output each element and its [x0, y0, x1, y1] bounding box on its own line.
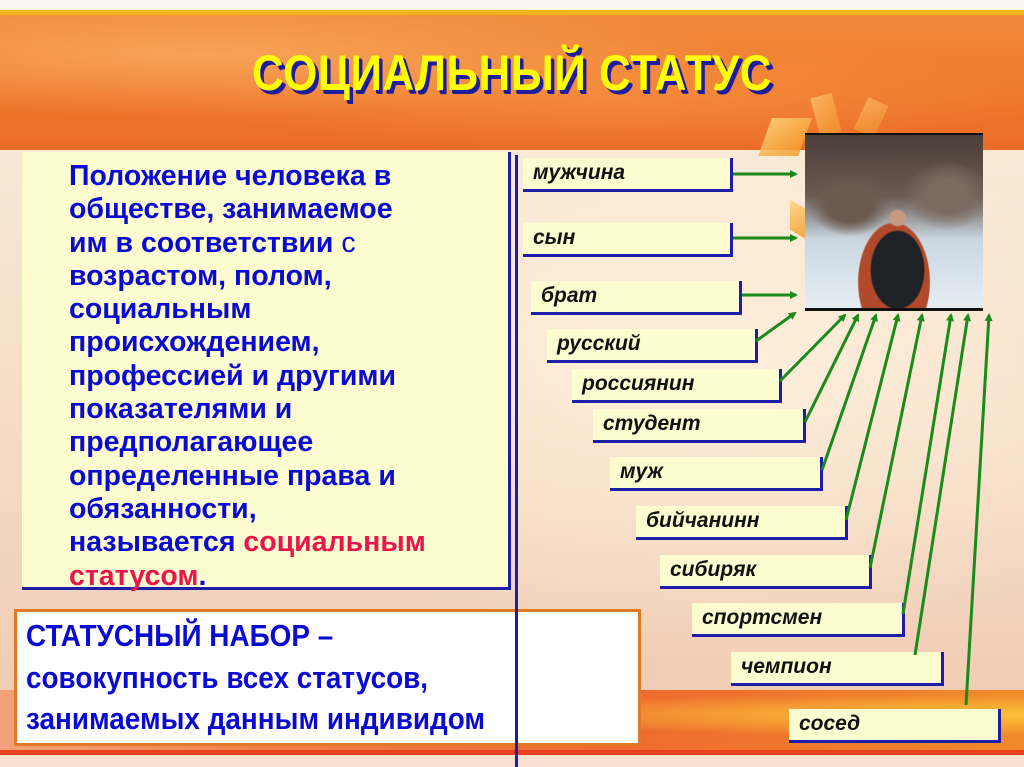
bracket-line: [515, 155, 518, 767]
status-label: мужчина: [523, 158, 733, 192]
definition-line: Положение человека в: [69, 160, 392, 192]
header-band: [0, 15, 1024, 150]
person-photo: [805, 133, 983, 311]
status-label: муж: [610, 457, 823, 491]
definition-line: называется социальным: [69, 526, 426, 559]
definition-line: социальным: [69, 293, 252, 326]
status-set-heading: СТАТУСНЫЙ НАБОР –: [26, 618, 334, 653]
slide-title: СОЦИАЛЬНЫЙ СТАТУС: [251, 45, 773, 101]
status-label: чемпион: [731, 652, 944, 686]
definition-line: показателями и: [69, 393, 293, 426]
top-accent-line: [0, 10, 1024, 15]
definition-text: Положение человека в обществе, занимаемо…: [69, 160, 509, 593]
status-label: сын: [523, 223, 733, 257]
status-label: сибиряк: [660, 555, 872, 589]
status-label: бийчанинн: [636, 506, 848, 540]
status-label: спортсмен: [692, 603, 905, 637]
top-strip: [0, 0, 1024, 10]
status-label: русский: [547, 329, 758, 363]
definition-line: возрастом, полом,: [69, 259, 332, 292]
status-label: брат: [531, 281, 742, 315]
definition-line: статусом.: [69, 559, 207, 592]
definition-line: определенные права и: [69, 459, 396, 492]
definition-line: предполагающее: [69, 426, 314, 459]
definition-line: происхождением,: [69, 326, 320, 359]
status-set-line: совокупность всех статусов,: [26, 660, 429, 695]
highlighted-term: статусом: [69, 559, 199, 592]
status-label: сосед: [789, 709, 1001, 743]
definition-line: обществе, занимаемое: [69, 193, 393, 226]
definition-line: профессией и другими: [69, 359, 396, 392]
status-set-line: занимаемых данным индивидом: [26, 701, 486, 736]
definition-line: им в соответствии с: [69, 226, 356, 259]
status-label: россиянин: [572, 369, 782, 403]
status-label: студент: [593, 409, 806, 443]
definition-line: обязанности,: [69, 492, 257, 525]
bottom-accent-line: [0, 750, 1024, 755]
status-set-box: [14, 609, 641, 746]
bottom-strip: [0, 755, 1024, 767]
highlighted-term: социальным: [243, 526, 426, 559]
definition-box: [22, 152, 511, 590]
